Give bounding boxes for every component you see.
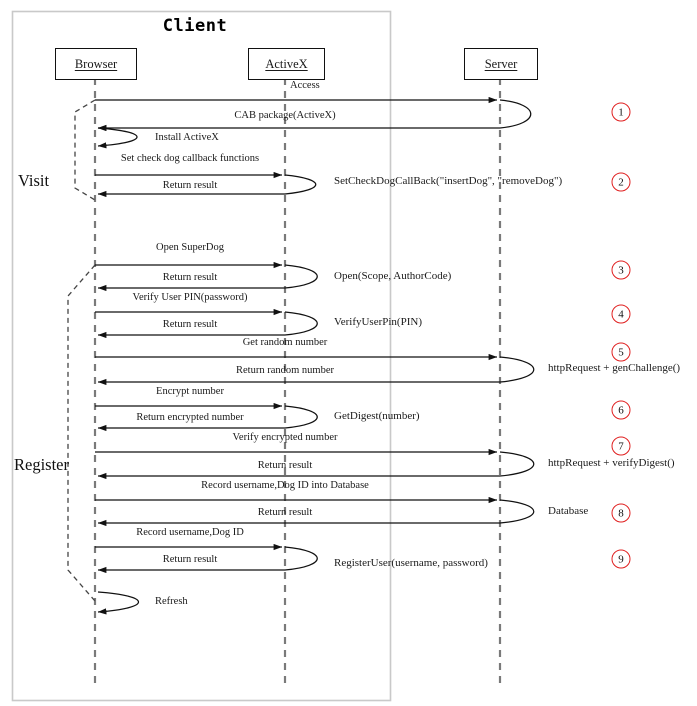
lifeline-label-server: Server: [484, 56, 518, 71]
message-label-return-encrypted-number: Return encrypted number: [136, 412, 244, 423]
message-label-cab-package: CAB package(ActiveX): [234, 110, 336, 121]
note-registeruser: RegisterUser(username, password): [334, 557, 488, 569]
frame-title: Client: [162, 16, 228, 36]
message-label-return-result-2: Return result: [162, 180, 218, 191]
activation-lens-server-1: [499, 99, 532, 129]
message-label-encrypt-number: Encrypt number: [156, 386, 224, 397]
activation-lens-server-7: [499, 451, 535, 477]
message-label-set-check-dog: Set check dog callback functions: [120, 153, 260, 164]
phase-label-visit: Visit: [18, 171, 50, 190]
note-setcheckdog: SetCheckDogCallBack("insertDog", "remove…: [334, 175, 563, 187]
message-label-refresh: Refresh: [155, 596, 188, 607]
message-label-access: Access: [290, 80, 320, 91]
message-label-record-username-dogid: Record username,Dog ID: [136, 527, 244, 538]
lifeline-label-activex: ActiveX: [265, 56, 308, 71]
note-open: Open(Scope, AuthorCode): [334, 270, 452, 282]
activation-lens-activex-4: [284, 311, 318, 336]
message-label-open-superdog: Open SuperDog: [156, 242, 224, 253]
activation-lens-server-5: [499, 356, 535, 383]
self-loop-refresh: [97, 591, 139, 615]
phase-label-register: Register: [14, 455, 69, 474]
step-badge-8: 8: [611, 503, 631, 523]
message-label-verify-encrypted-number: Verify encrypted number: [232, 432, 338, 443]
lifeline-header-browser[interactable]: Browser: [55, 48, 137, 80]
message-label-return-result-4: Return result: [162, 319, 218, 330]
note-genchallenge: httpRequest + genChallenge(): [548, 362, 681, 374]
phase-brace-register: [67, 264, 96, 602]
lifeline-header-activex[interactable]: ActiveX: [248, 48, 325, 80]
step-badge-9: 9: [611, 549, 631, 569]
lifeline-label-browser: Browser: [74, 56, 118, 71]
step-badge-2: 2: [611, 172, 631, 192]
phase-brace-visit: [74, 99, 96, 201]
message-label-return-result-9: Return result: [162, 554, 218, 565]
note-database: Database: [548, 505, 589, 517]
self-loop-install-activex: [97, 127, 138, 149]
activation-lens-activex-2: [284, 174, 317, 195]
step-badge-6: 6: [611, 400, 631, 420]
message-label-return-result-3: Return result: [162, 272, 218, 283]
activation-lens-activex-9: [284, 546, 318, 571]
message-label-get-random-number: Get random number: [242, 337, 328, 348]
note-verifydigest: httpRequest + verifyDigest(): [548, 457, 675, 469]
note-verifypin: VerifyUserPin(PIN): [334, 316, 422, 328]
message-label-return-result-8: Return result: [257, 507, 313, 518]
step-badge-7: 7: [611, 436, 631, 456]
activation-lens-activex-6: [284, 405, 318, 429]
activation-lens-server-8: [499, 499, 535, 524]
client-frame: [11, 10, 392, 702]
step-badge-3: 3: [611, 260, 631, 280]
step-badge-5: 5: [611, 342, 631, 362]
note-getdigest: GetDigest(number): [334, 410, 420, 422]
lifeline-header-server[interactable]: Server: [464, 48, 538, 80]
step-badge-4: 4: [611, 304, 631, 324]
message-label-verify-user-pin: Verify User PIN(password): [132, 292, 248, 303]
step-badge-1: 1: [611, 102, 631, 122]
message-label-return-random-number: Return random number: [236, 365, 334, 376]
activation-lens-activex-3: [284, 264, 318, 289]
message-label-install-activex: Install ActiveX: [155, 132, 219, 143]
message-label-record-into-database: Record username,Dog ID into Database: [201, 480, 369, 491]
message-label-return-result-7: Return result: [257, 460, 313, 471]
